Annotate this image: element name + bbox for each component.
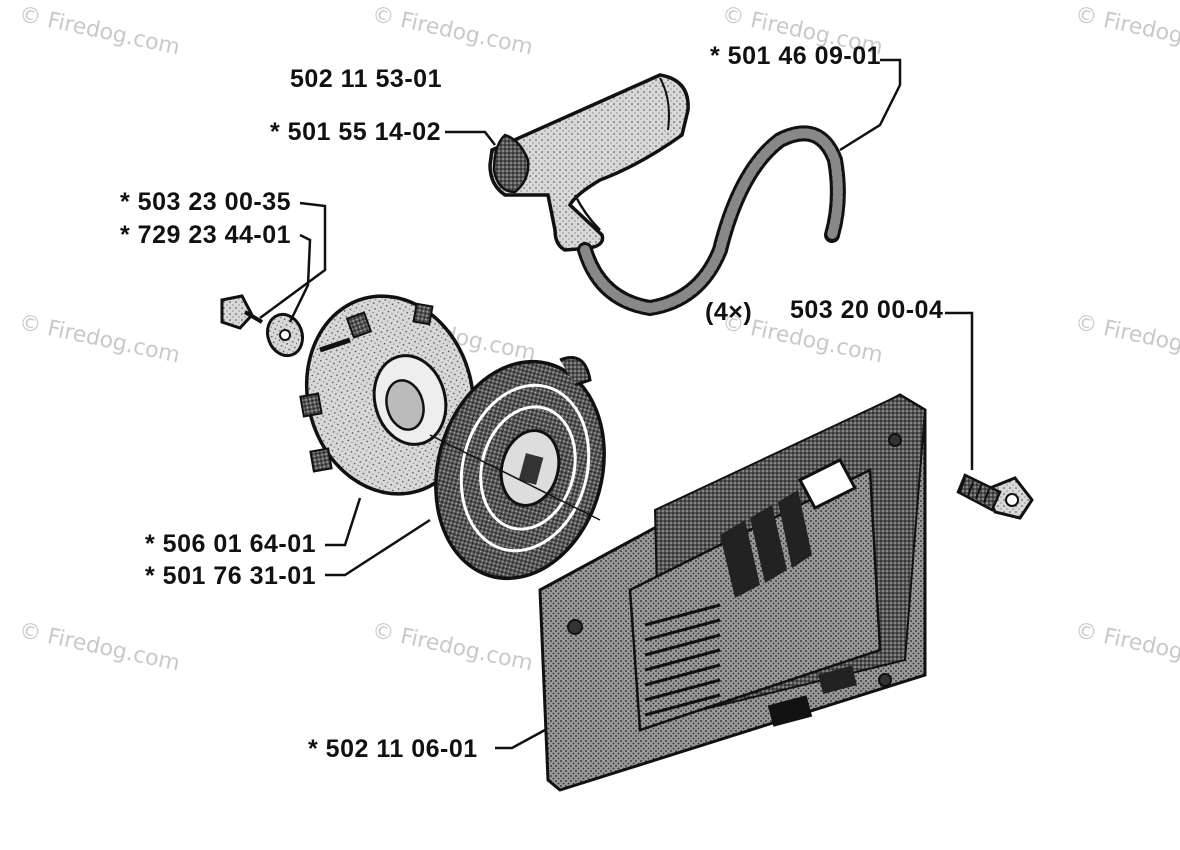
part-label-assembly: 502 11 53-01 [290,65,442,93]
bolt [956,473,1034,520]
small-screw [220,294,264,330]
starter-cord [577,125,846,317]
starter-housing [538,393,927,792]
starter-handle [488,73,690,252]
part-label-handle: * 501 55 14-02 [270,118,442,146]
leader-lines [259,58,974,750]
part-label-cord: * 501 46 09-01 [710,42,882,70]
part-label-housing: * 502 11 06-01 [308,735,478,763]
recoil-spring [434,356,606,581]
part-label-small-screw: * 503 23 00-35 [120,188,292,216]
assembly-axis [429,434,601,521]
washer [265,312,305,358]
part-label-washer: * 729 23 44-01 [120,221,292,249]
part-label-pulley: * 506 01 64-01 [145,530,317,558]
part-label-spring: * 501 76 31-01 [145,562,317,590]
starter-pulley [299,294,476,496]
part-label-bolt-qty: (4×) [705,298,753,326]
part-label-bolt: 503 20 00-04 [790,296,944,324]
